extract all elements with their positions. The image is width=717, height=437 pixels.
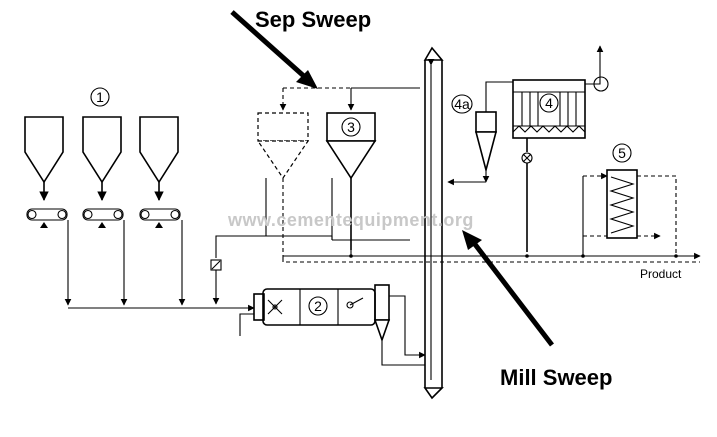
unit-5-label: 5	[618, 145, 626, 161]
exhaust-fan	[585, 45, 609, 92]
feed-hopper-1	[24, 116, 64, 201]
cyclone-4a: 4a	[447, 81, 513, 186]
sep-sweep-label: Sep Sweep	[255, 7, 371, 32]
mill-sweep-callout: Mill Sweep	[462, 230, 612, 390]
fan-icon	[593, 76, 609, 92]
unit-2-label: 2	[314, 298, 322, 314]
feed-hopper-2	[82, 116, 122, 201]
weigh-feeder-2	[82, 208, 124, 228]
separator-3: 3	[325, 88, 377, 250]
rejects-return-line	[210, 178, 410, 305]
product-label: Product	[640, 267, 682, 281]
bag-filter: 4	[512, 79, 586, 252]
feed-lines	[64, 220, 255, 312]
weigh-feeder-3	[139, 208, 181, 228]
mill-sweep-label: Mill Sweep	[500, 365, 612, 390]
watermark-text: www.cementequipment.org	[227, 210, 474, 230]
unit-4a-label: 4a	[454, 96, 470, 112]
product-line: Product	[282, 176, 701, 281]
weigh-feeder-1	[26, 208, 68, 228]
unit-3-label: 3	[347, 119, 355, 135]
separator-dashed	[256, 88, 310, 258]
unit-1-marker: 1	[90, 87, 110, 107]
bucket-elevator	[423, 46, 444, 400]
ball-mill: 2	[239, 288, 376, 336]
unit-1-label: 1	[96, 89, 104, 105]
cement-cooler: 5	[583, 143, 677, 256]
sep-sweep-callout: Sep Sweep	[230, 7, 371, 89]
mill-discharge	[373, 284, 426, 366]
feed-hopper-3	[139, 116, 179, 201]
unit-4-label: 4	[545, 95, 553, 111]
